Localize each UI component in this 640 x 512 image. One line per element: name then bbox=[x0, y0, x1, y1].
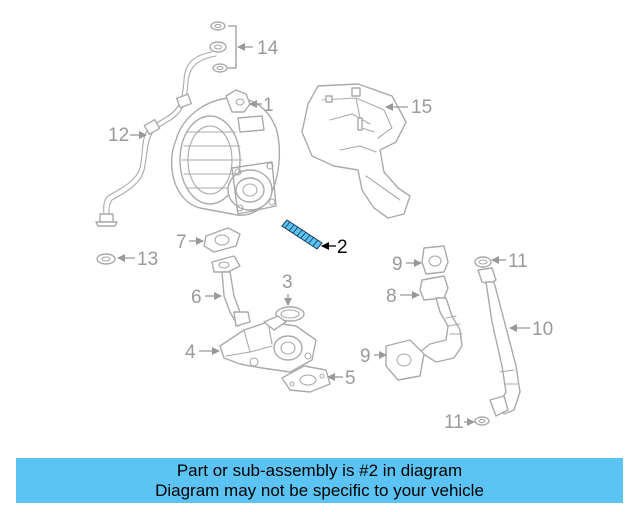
callout-8-label: 8 bbox=[386, 286, 397, 307]
part-5-gasket[interactable] bbox=[281, 365, 331, 393]
part-8-oil-return-line[interactable] bbox=[419, 275, 463, 363]
callout-9a-label: 9 bbox=[392, 254, 403, 275]
callout-4: 4 bbox=[185, 342, 220, 363]
callout-9b-label: 9 bbox=[360, 346, 371, 367]
callout-13-label: 13 bbox=[137, 249, 158, 270]
part-12-oil-feed-line[interactable] bbox=[95, 51, 217, 227]
part-4-bracket[interactable] bbox=[219, 315, 317, 373]
callout-2-label: 2 bbox=[337, 237, 348, 258]
part-3-gasket-ring[interactable] bbox=[275, 306, 305, 322]
callout-3-label: 3 bbox=[282, 272, 293, 293]
callout-13: 13 bbox=[117, 249, 158, 270]
callout-14-label: 14 bbox=[257, 38, 279, 59]
caption-part-line: Part or sub-assembly is #2 in diagram bbox=[176, 460, 463, 480]
part-9-gasket-lower[interactable] bbox=[385, 339, 425, 381]
part-13-washer[interactable] bbox=[96, 253, 116, 265]
callout-15: 15 bbox=[385, 97, 432, 118]
part-15-heat-shield[interactable] bbox=[301, 83, 411, 219]
callout-10: 10 bbox=[509, 319, 553, 340]
callout-12: 12 bbox=[108, 125, 147, 146]
callout-11-upper: 11 bbox=[491, 251, 528, 272]
callout-8: 8 bbox=[386, 286, 420, 307]
callout-11a-label: 11 bbox=[508, 251, 528, 272]
part-14-washers[interactable] bbox=[209, 21, 228, 73]
part-1-turbocharger[interactable] bbox=[170, 89, 281, 216]
part-6-oil-return-pipe[interactable] bbox=[211, 255, 251, 327]
part-10-coolant-pipe[interactable] bbox=[477, 267, 521, 417]
part-11-washer-lower[interactable] bbox=[474, 416, 490, 426]
callout-15-label: 15 bbox=[411, 97, 432, 118]
part-7-gasket[interactable] bbox=[203, 227, 241, 253]
part-9-gasket-upper[interactable] bbox=[421, 245, 449, 275]
callout-7-label: 7 bbox=[176, 232, 187, 253]
callout-11b-label: 11 bbox=[444, 412, 464, 433]
caption-disclaimer-line: Diagram may not be specific to your vehi… bbox=[155, 480, 484, 500]
callout-10-label: 10 bbox=[532, 319, 553, 340]
caption-bar: Part or sub-assembly is #2 in diagram Di… bbox=[16, 458, 623, 503]
part-2-stud[interactable] bbox=[281, 219, 323, 250]
callout-6-label: 6 bbox=[191, 287, 202, 308]
callout-11-lower: 11 bbox=[444, 412, 475, 433]
callout-14: 14 bbox=[228, 25, 279, 69]
callout-5: 5 bbox=[327, 368, 356, 389]
callout-1: 1 bbox=[249, 95, 274, 116]
callout-9-upper: 9 bbox=[392, 254, 422, 275]
callout-5-label: 5 bbox=[345, 368, 356, 389]
callout-7: 7 bbox=[176, 232, 204, 253]
callout-2: 2 bbox=[321, 237, 348, 258]
callout-3: 3 bbox=[282, 272, 293, 306]
callout-9-lower: 9 bbox=[360, 346, 387, 367]
callout-6: 6 bbox=[191, 287, 222, 308]
part-11-washer-upper[interactable] bbox=[474, 256, 492, 268]
callout-1-label: 1 bbox=[263, 95, 274, 116]
callout-12-label: 12 bbox=[108, 125, 129, 146]
callout-4-label: 4 bbox=[185, 342, 196, 363]
parts-diagram: 14 12 1 bbox=[95, 21, 553, 433]
